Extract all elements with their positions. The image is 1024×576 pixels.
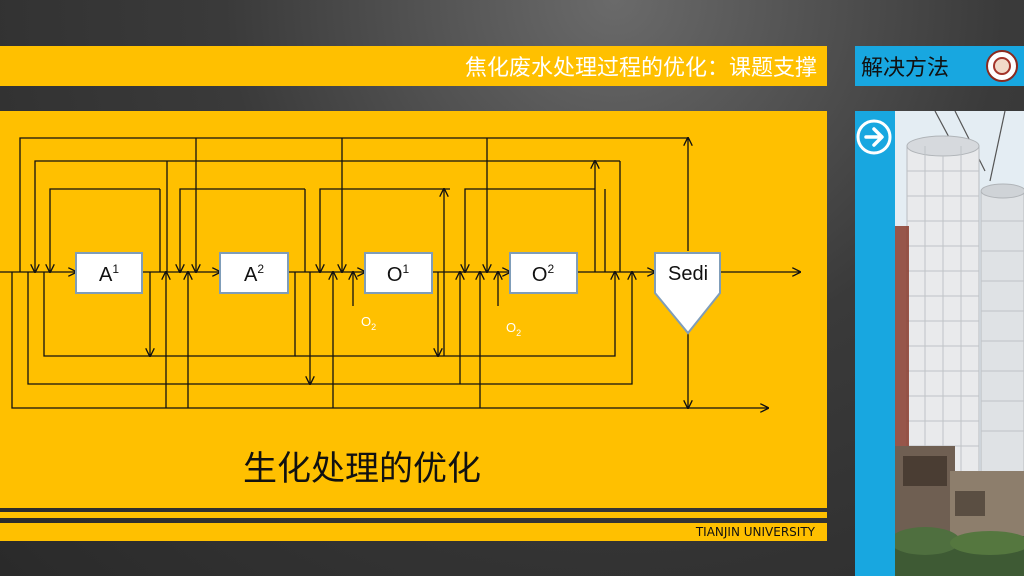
recycle-line [465,188,595,272]
return-line [438,272,615,357]
svg-text:A1: A1 [99,262,119,286]
section-label-bar: 解决方法 [855,46,1024,86]
recycle-line [19,137,688,272]
svg-text:A2: A2 [244,262,264,286]
section-label: 解决方法 [861,56,950,81]
diagram-panel: A1 A2 O1 O2 Sedi O2 O2 生化处理的优化 [0,111,827,508]
recycle-line [50,188,160,272]
diagram-caption: 生化处理的优化 [243,449,481,489]
arrow-right-circle-icon[interactable] [856,119,892,155]
unit-box-a2: A2 [219,252,289,294]
footer-university: TIANJIN UNIVERSITY [695,525,815,539]
divider-band [0,512,827,518]
unit-o2-base: O [532,264,548,286]
sedimentation-label: Sedi [668,263,708,285]
recycle-line [35,138,197,272]
return-line [43,272,150,357]
unit-a1-sup: 1 [112,262,119,276]
unit-a1-base: A [99,264,113,286]
sedimentation-tank: Sedi [654,252,721,335]
recycle-line [196,138,343,272]
recycle-line [320,188,450,272]
slide-title: 焦化废水处理过程的优化：课题支撑 [464,56,817,81]
svg-text:O2: O2 [532,262,555,286]
recycle-line [487,160,620,272]
recycle-line [180,188,305,272]
recycle-line [342,138,488,272]
side-strip [855,111,895,576]
unit-o1-sup: 1 [402,262,409,276]
unit-o2-sup: 2 [547,262,554,276]
oxygen-label-1: O2 [361,314,376,332]
slide-title-bar: 焦化废水处理过程的优化：课题支撑 [0,46,827,86]
process-flow-diagram: A1 A2 O1 O2 Sedi O2 O2 [0,111,827,508]
sludge-line [11,272,768,408]
university-seal-icon [986,50,1018,82]
svg-text:O1: O1 [387,262,410,286]
footer-bar: TIANJIN UNIVERSITY [0,523,827,541]
return-line [27,272,632,385]
unit-a2-sup: 2 [257,262,264,276]
silo-illustration [895,111,1024,576]
unit-box-o1: O1 [364,252,433,294]
unit-box-o2: O2 [509,252,578,294]
oxygen-label-2: O2 [506,320,521,338]
unit-box-a1: A1 [75,252,143,294]
unit-a2-base: A [244,264,258,286]
silo-photo [895,111,1024,576]
unit-o1-base: O [387,264,403,286]
